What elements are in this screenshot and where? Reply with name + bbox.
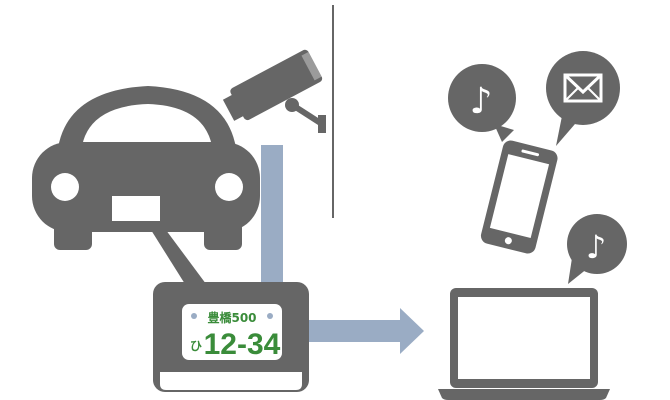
mail-bubble — [546, 51, 620, 146]
laptop-icon — [438, 288, 610, 400]
plate-region-text: 豊橋500 — [207, 310, 256, 325]
license-plate: 豊橋500 ひ 12-34 — [182, 304, 282, 361]
transfer-arrow — [305, 308, 424, 354]
camera-connector-bar — [261, 145, 283, 285]
car-plate — [112, 196, 160, 221]
music-bubble-a: ♪ — [448, 64, 516, 142]
music-bubble-b: ♪ — [567, 214, 627, 284]
smartphone-icon — [480, 140, 558, 254]
callout-pointer — [146, 222, 212, 292]
envelope-icon — [563, 73, 603, 103]
security-camera-icon — [222, 49, 326, 133]
music-note-icon: ♪ — [586, 228, 606, 266]
music-note-icon: ♪ — [470, 81, 493, 122]
plate-kana-text: ひ — [190, 339, 202, 353]
car-icon — [32, 86, 260, 292]
plate-number-text: 12-34 — [204, 328, 281, 361]
plate-reader-device: 豊橋500 ひ 12-34 — [153, 282, 309, 392]
